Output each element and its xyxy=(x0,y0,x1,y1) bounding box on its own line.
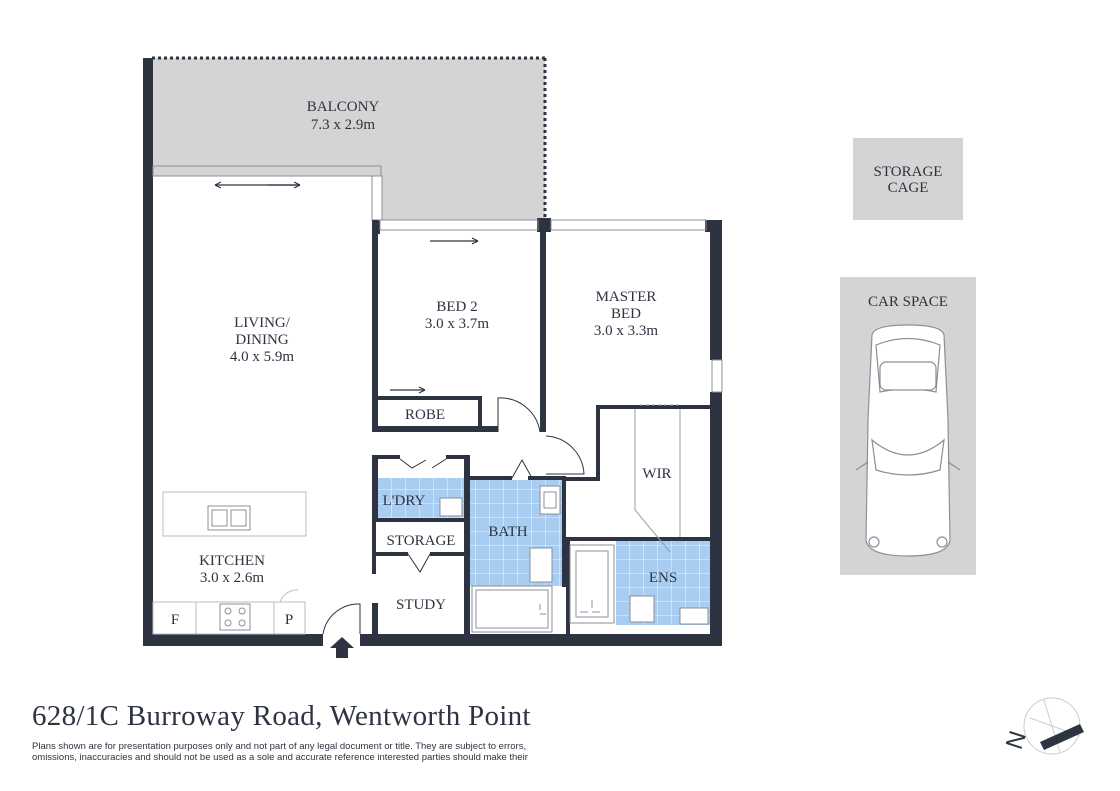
storage-cage-box xyxy=(853,138,963,220)
fridge-label: F xyxy=(171,612,179,628)
compass-icon xyxy=(1023,697,1084,755)
bed2-size: 3.0 x 3.7m xyxy=(425,316,490,332)
storage-label: STORAGE xyxy=(387,533,456,549)
robe-label: ROBE xyxy=(405,407,445,423)
disclaimer-text: Plans shown are for presentation purpose… xyxy=(32,741,528,763)
doors xyxy=(322,397,585,635)
wir-label: WIR xyxy=(642,466,671,482)
balcony-size: 7.3 x 2.9m xyxy=(311,117,376,133)
living-label-1: LIVING/ xyxy=(234,315,291,331)
kitchen-fixtures xyxy=(152,491,307,635)
master-label-2: BED xyxy=(611,306,641,322)
master-size: 3.0 x 3.3m xyxy=(594,323,659,339)
kitchen-label: KITCHEN xyxy=(199,553,265,569)
ens-label: ENS xyxy=(649,570,677,586)
pantry-label: P xyxy=(285,612,293,628)
bath-label: BATH xyxy=(488,524,527,540)
master-label-1: MASTER xyxy=(596,289,657,305)
balcony-area xyxy=(152,58,545,220)
storage-cage-label-1: STORAGE xyxy=(874,164,943,180)
storage-cage-label-2: CAGE xyxy=(888,180,929,196)
car-icon xyxy=(855,324,961,557)
laundry-label: L'DRY xyxy=(383,493,426,509)
balcony-label: BALCONY xyxy=(307,99,380,115)
property-address: 628/1C Burroway Road, Wentworth Point xyxy=(32,700,531,732)
bed2-label: BED 2 xyxy=(436,299,477,315)
compass-north-letter: N xyxy=(1001,728,1032,753)
kitchen-size: 3.0 x 2.6m xyxy=(200,570,265,586)
entry-arrow-icon xyxy=(330,637,354,658)
interior-walls xyxy=(372,220,716,637)
windows xyxy=(152,165,723,393)
study-label: STUDY xyxy=(396,597,446,613)
exterior-walls xyxy=(143,58,722,646)
living-size: 4.0 x 5.9m xyxy=(230,349,295,365)
living-label-2: DINING xyxy=(235,332,288,348)
car-space-label: CAR SPACE xyxy=(868,294,948,310)
